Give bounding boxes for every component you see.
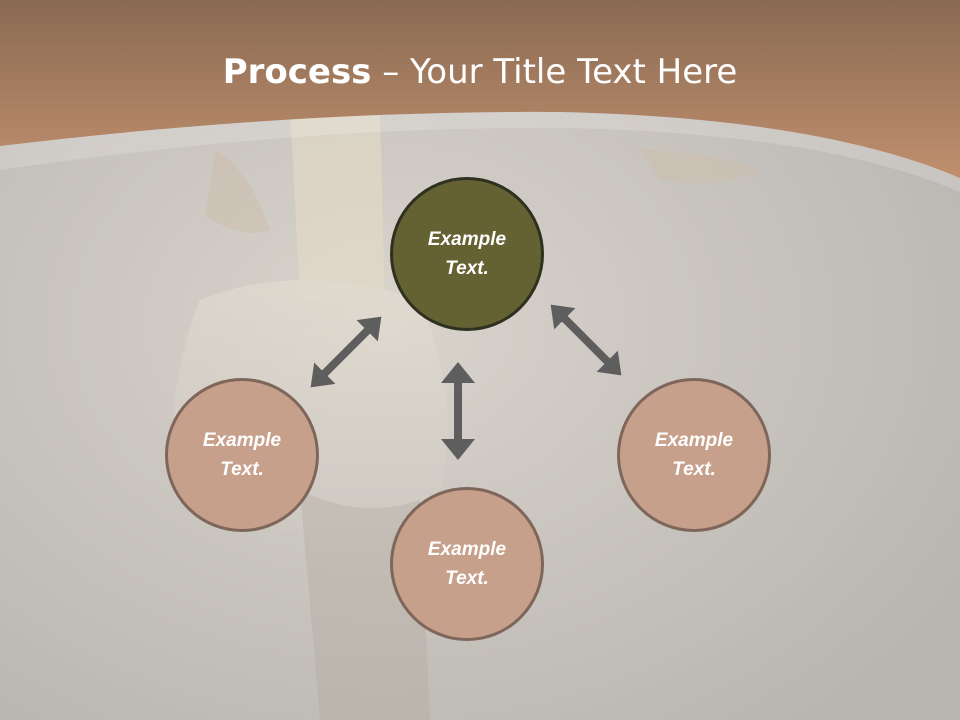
- title-bold: Process: [222, 52, 372, 92]
- node-right-label: Example Text.: [654, 430, 734, 480]
- header-band: [0, 0, 960, 178]
- node-center-label: Example Text.: [427, 229, 507, 279]
- process-node-center[interactable]: Example Text.: [390, 177, 544, 331]
- arrow-center-left: [310, 316, 382, 388]
- process-node-left[interactable]: Example Text.: [165, 378, 319, 532]
- process-node-right[interactable]: Example Text.: [617, 378, 771, 532]
- slide-title: Process – Your Title Text Here: [0, 52, 960, 92]
- node-left-label: Example Text.: [202, 430, 282, 480]
- header-curve-highlight: [0, 111, 960, 192]
- title-rest: – Your Title Text Here: [371, 52, 738, 92]
- node-bottom-label: Example Text.: [427, 539, 507, 589]
- process-node-bottom[interactable]: Example Text.: [390, 487, 544, 641]
- arrow-center-right: [550, 304, 622, 376]
- arrow-center-bottom: [441, 362, 475, 460]
